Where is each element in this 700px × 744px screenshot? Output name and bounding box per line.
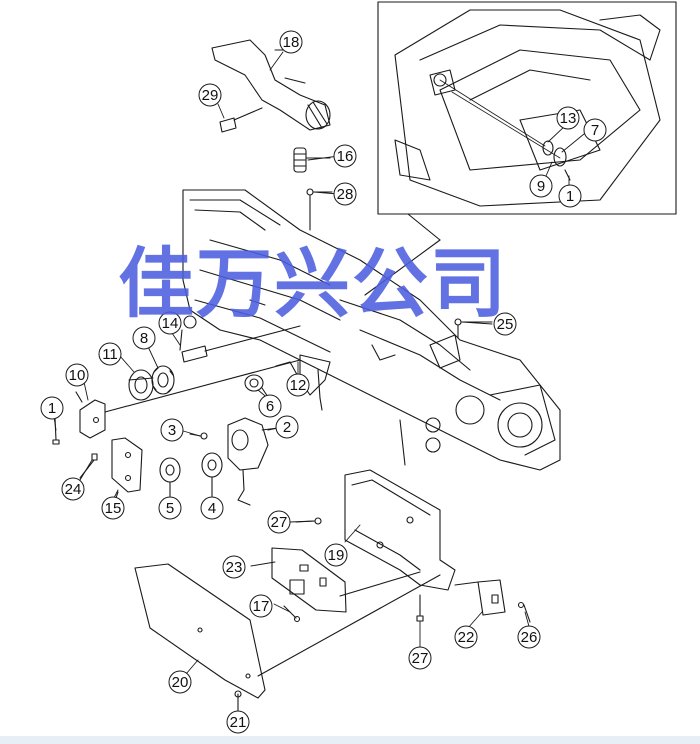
svg-text:14: 14 <box>162 315 179 332</box>
svg-text:10: 10 <box>69 367 86 384</box>
svg-text:19: 19 <box>328 547 345 564</box>
part-bracket-10 <box>75 359 301 439</box>
svg-text:27: 27 <box>271 514 288 531</box>
callout-6: 6 <box>258 394 282 418</box>
callout-10: 10 <box>65 363 89 387</box>
part-gear-11 <box>128 369 154 401</box>
callout-27-upper: 27 <box>267 510 291 534</box>
callout-1-left: 1 <box>40 396 64 420</box>
part-lever-18 <box>211 39 331 131</box>
callout-14: 14 <box>158 311 182 335</box>
callout-16: 16 <box>333 144 357 168</box>
part-connector-22 <box>454 579 506 616</box>
main-frame <box>182 189 561 471</box>
svg-text:5: 5 <box>166 500 174 517</box>
callout-18: 18 <box>279 30 303 54</box>
svg-text:1: 1 <box>566 188 574 205</box>
part-pin-29 <box>219 107 263 133</box>
svg-text:29: 29 <box>202 87 219 104</box>
svg-text:8: 8 <box>140 330 148 347</box>
svg-text:26: 26 <box>521 629 538 646</box>
svg-text:23: 23 <box>226 559 243 576</box>
callout-28: 28 <box>333 182 357 206</box>
bottom-strip <box>0 736 700 744</box>
part-gear-8 <box>151 365 175 395</box>
callout-27-lower: 27 <box>408 646 432 670</box>
callout-25: 25 <box>493 312 517 336</box>
part-motor-2 <box>227 417 279 506</box>
callout-20: 20 <box>168 670 192 694</box>
callout-24: 24 <box>61 477 85 501</box>
svg-text:17: 17 <box>253 598 270 615</box>
svg-text:12: 12 <box>290 377 307 394</box>
callout-9: 9 <box>529 174 553 198</box>
callout-13: 13 <box>556 106 580 130</box>
svg-text:28: 28 <box>337 186 354 203</box>
part-cover-20 <box>134 563 441 699</box>
callout-21: 21 <box>226 710 250 734</box>
svg-text:4: 4 <box>208 500 216 517</box>
svg-text:18: 18 <box>283 34 300 51</box>
svg-text:20: 20 <box>172 674 189 691</box>
svg-text:24: 24 <box>65 481 82 498</box>
part-plate-15 <box>111 437 143 499</box>
callout-5: 5 <box>158 496 182 520</box>
part-screw-1-left <box>52 417 60 445</box>
svg-text:22: 22 <box>458 629 475 646</box>
svg-text:13: 13 <box>560 110 577 127</box>
callout-4: 4 <box>200 496 224 520</box>
svg-text:1: 1 <box>48 400 56 417</box>
svg-text:9: 9 <box>537 178 545 195</box>
callout-15: 15 <box>101 496 125 520</box>
svg-text:2: 2 <box>283 419 291 436</box>
callout-22: 22 <box>454 625 478 649</box>
callout-7: 7 <box>583 118 607 142</box>
part-board-23 <box>271 547 421 613</box>
part-screw-17 <box>283 605 301 623</box>
callout-8: 8 <box>132 326 156 350</box>
part-shaft-14 <box>179 325 301 363</box>
watermark-text: 佳万兴公司 <box>118 239 508 328</box>
part-screw-26 <box>517 601 531 623</box>
callout-2: 2 <box>275 415 299 439</box>
callout-1-inset: 1 <box>558 184 582 208</box>
svg-text:3: 3 <box>168 422 176 439</box>
part-screw-27-lower <box>416 594 424 622</box>
svg-text:16: 16 <box>337 148 354 165</box>
callout-26: 26 <box>517 625 541 649</box>
svg-text:21: 21 <box>230 714 247 731</box>
callout-19: 19 <box>324 543 348 567</box>
callout-3: 3 <box>160 418 184 442</box>
svg-text:11: 11 <box>102 346 118 363</box>
svg-text:7: 7 <box>591 122 599 139</box>
inset-detail-box <box>364 1 677 296</box>
callout-11: 11 <box>98 342 122 366</box>
part-bracket-19 <box>344 419 456 591</box>
callout-23: 23 <box>222 555 246 579</box>
callout-labels: 18 29 16 28 13 7 9 1 25 14 8 11 10 1 12 … <box>40 30 607 734</box>
svg-text:6: 6 <box>266 398 274 415</box>
callout-12: 12 <box>286 373 310 397</box>
callout-17: 17 <box>249 594 273 618</box>
svg-text:25: 25 <box>497 316 514 333</box>
part-spring-16 <box>293 147 331 173</box>
callout-29: 29 <box>198 83 222 107</box>
svg-text:15: 15 <box>105 500 122 517</box>
svg-text:27: 27 <box>412 650 429 667</box>
